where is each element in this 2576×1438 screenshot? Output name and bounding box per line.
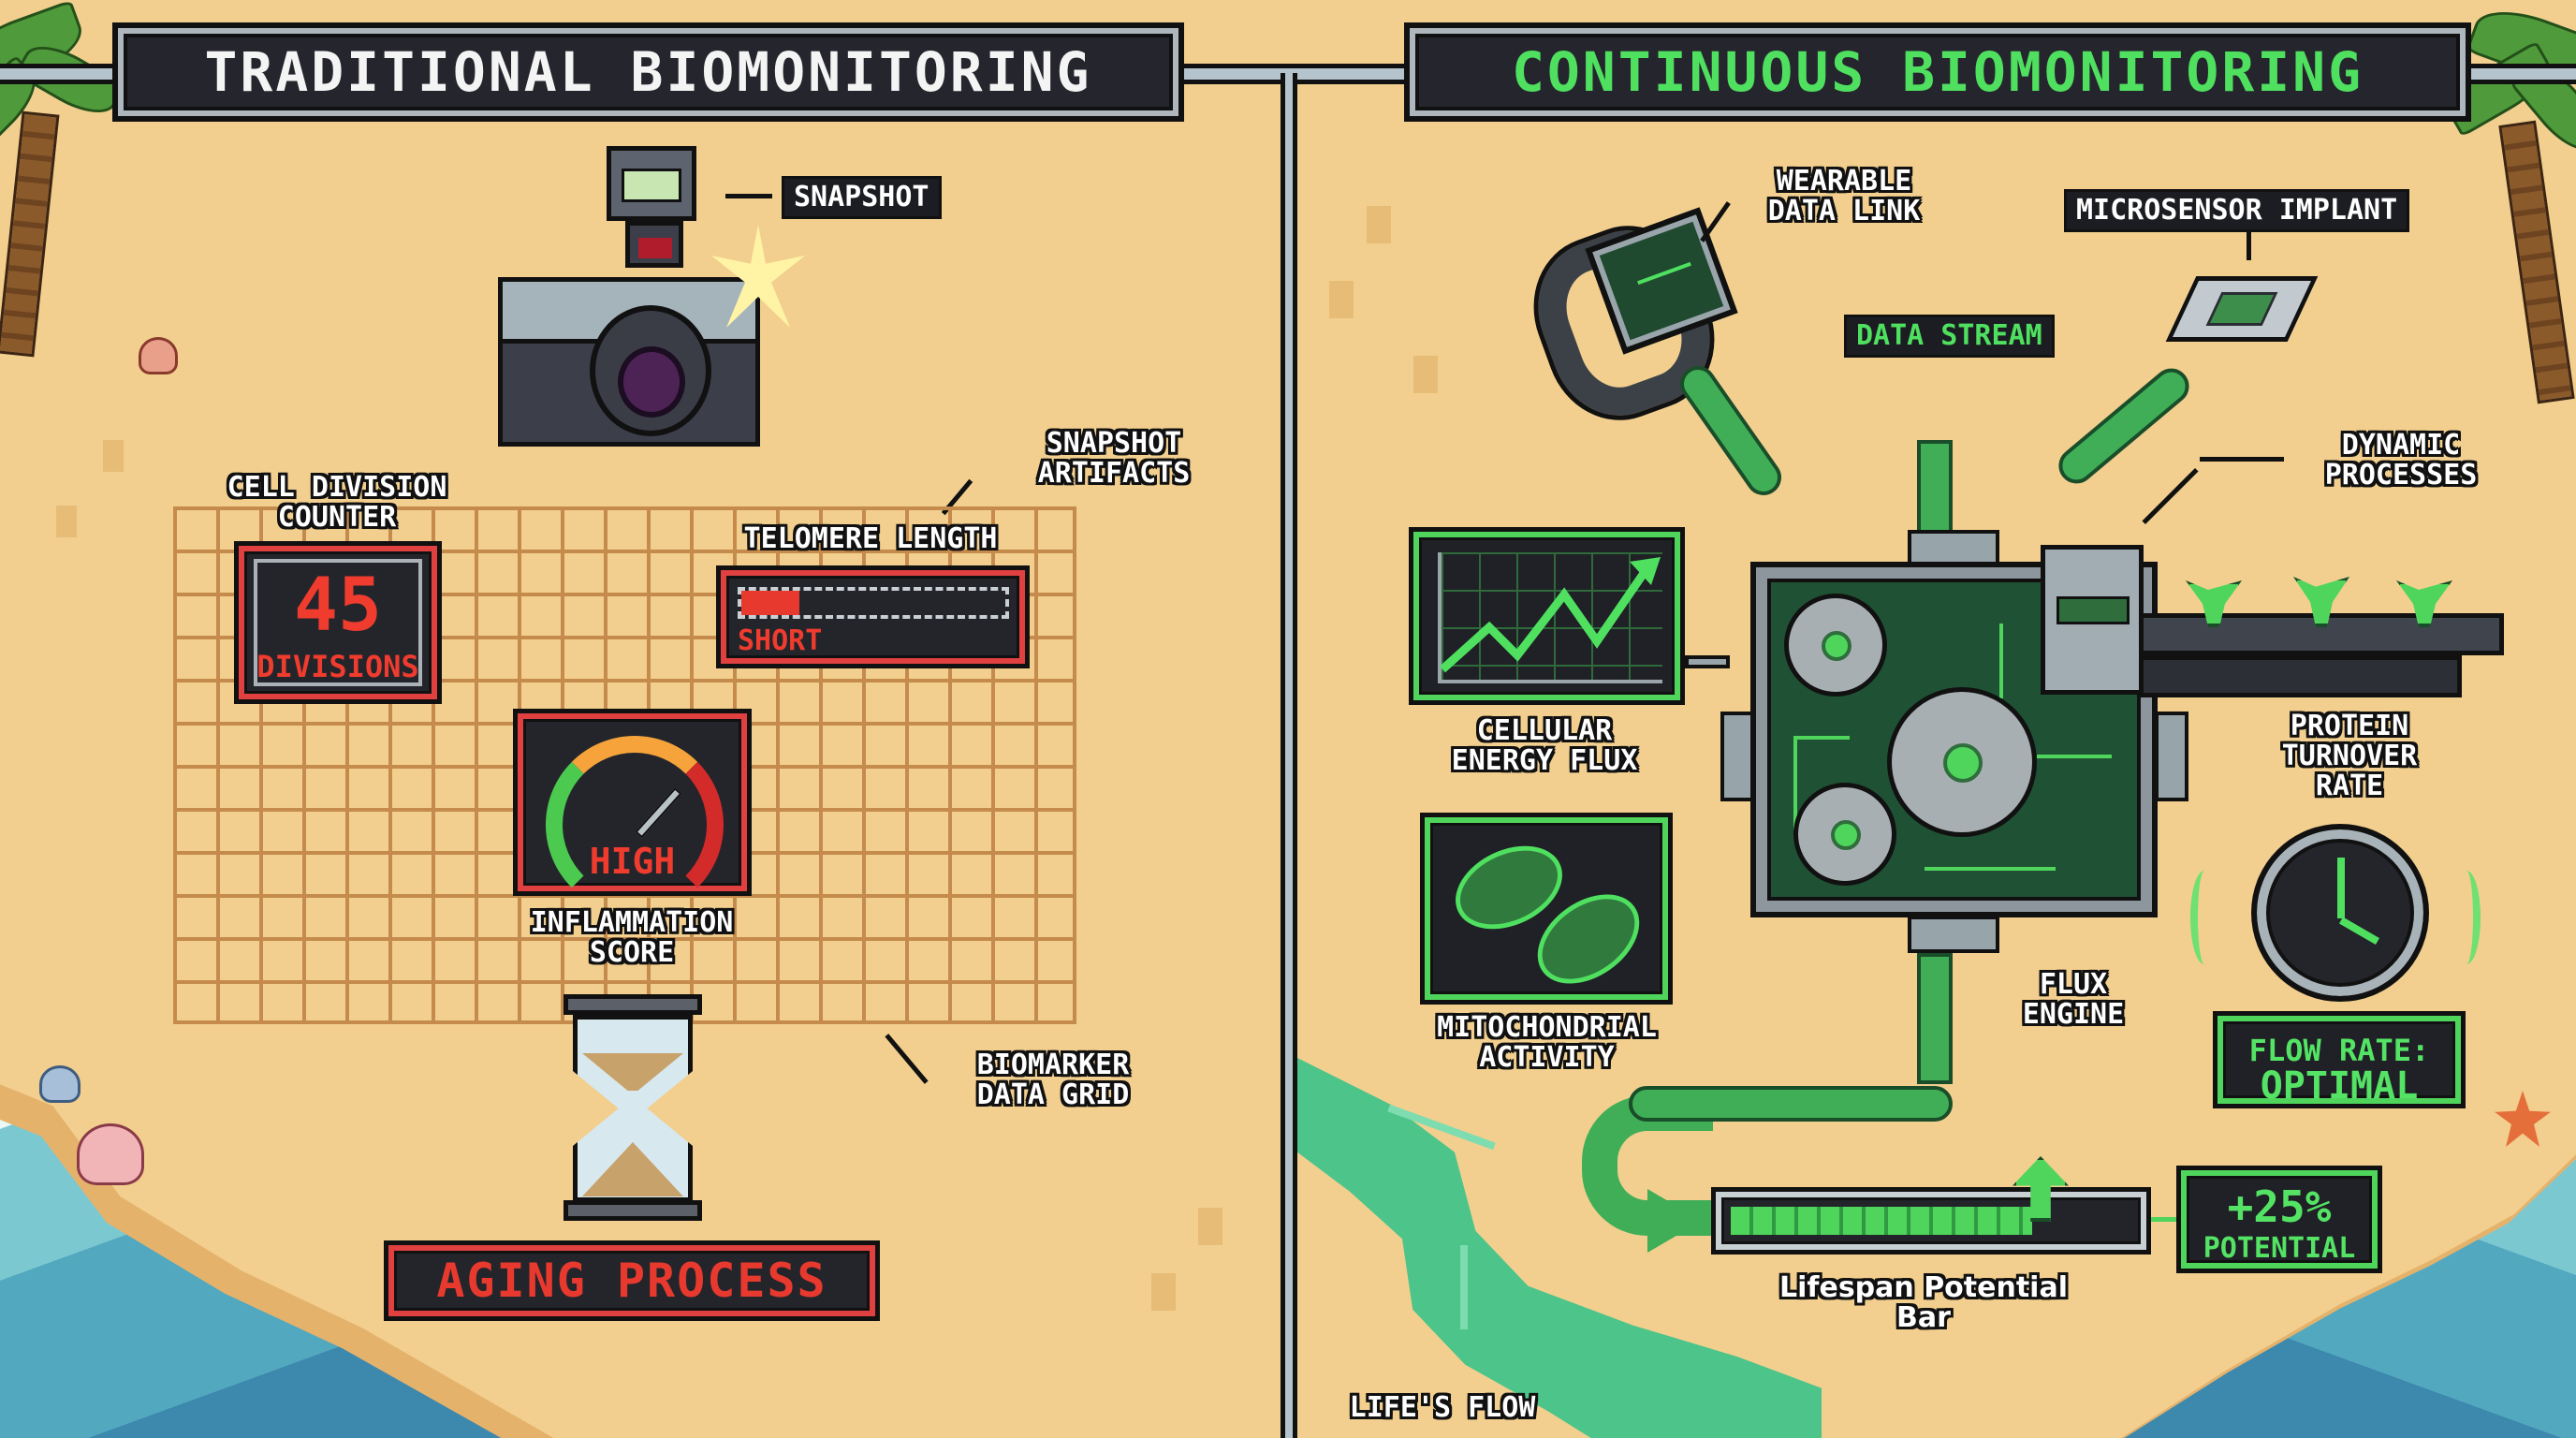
biomarker-data-grid-label: BIOMARKER DATA GRID (976, 1049, 1130, 1111)
aging-process-label: AGING PROCESS (436, 1254, 827, 1308)
leader-line (2247, 232, 2251, 260)
dynamic-processes-label: DYNAMIC PROCESSES (2324, 429, 2478, 492)
conveyor-rollers (2139, 655, 2462, 697)
telomere-bar-fill (741, 591, 800, 615)
gear-icon (1887, 687, 2037, 837)
panel-divider (1281, 73, 1297, 1438)
leader-line (2200, 457, 2284, 462)
gauge-arc (546, 736, 724, 914)
telomere-status: SHORT (738, 624, 823, 657)
footprint (1367, 206, 1391, 243)
lifes-flow-label: LIFE'S FLOW (1349, 1391, 1536, 1424)
connector-pipe (1685, 655, 1730, 668)
potential-badge: +25% POTENTIAL (2176, 1166, 2382, 1273)
data-stream-pipe-left (1673, 359, 1789, 503)
data-stream-label: DATA STREAM (1844, 315, 2055, 358)
continuous-biomonitoring-title: CONTINUOUS BIOMONITORING (1404, 22, 2471, 122)
cell-division-unit: DIVISIONS (256, 649, 419, 684)
leader-line (725, 194, 772, 198)
engine-bottom-port (1908, 916, 1999, 953)
footprint (1413, 356, 1438, 393)
protein-turnover-rate-label: PROTEIN TURNOVER RATE (2281, 710, 2418, 802)
pebble-icon (39, 1065, 80, 1103)
inflammation-status: HIGH (589, 841, 676, 882)
telomere-length-label: TELOMERE LENGTH (743, 522, 998, 555)
snapshot-artifacts-label: SNAPSHOT ARTIFACTS (1037, 427, 1191, 490)
cellular-energy-flux-label: CELLULAR ENERGY FLUX (1451, 714, 1638, 777)
divider-horizontal-right (2471, 64, 2576, 84)
flow-rate-value: OPTIMAL (2260, 1064, 2419, 1108)
seashell-icon (77, 1123, 144, 1185)
river-shine (1460, 1245, 1468, 1329)
inflammation-gauge: HIGH (513, 709, 752, 914)
footprint (56, 506, 77, 537)
potential-value: +25% (2227, 1181, 2332, 1232)
lifespan-bar-fill (1731, 1207, 2032, 1235)
footprint (1198, 1208, 1222, 1245)
mitochondrial-activity-panel (1420, 813, 1673, 1005)
connector-line (2151, 1217, 2179, 1222)
telomere-bar (738, 587, 1009, 619)
inflammation-score-label: INFLAMMATION SCORE (530, 906, 734, 969)
flow-rate-title: FLOW RATE: (2248, 1033, 2430, 1068)
signal-wave-right (2452, 871, 2481, 964)
mitochondrial-activity-label: MITOCHONDRIAL ACTIVITY (1437, 1011, 1657, 1074)
gear-icon (1784, 594, 1887, 697)
wearable-data-link-label: WEARABLE DATA LINK (1767, 165, 1921, 227)
signal-wave-left (2190, 871, 2218, 964)
lifespan-potential-bar (1711, 1187, 2151, 1255)
engine-left-port (1720, 712, 1754, 801)
seashell-icon (139, 337, 178, 374)
data-stream-pipe-right (2051, 360, 2197, 492)
engine-output-pipe (1917, 953, 1953, 1084)
microchip-icon (2165, 276, 2319, 342)
gear-icon (1793, 783, 1896, 886)
clock-minute-hand (2337, 858, 2345, 918)
microsensor-implant-label: MICROSENSOR IMPLANT (2064, 189, 2410, 232)
flash-window (622, 169, 681, 202)
snapshot-label: SNAPSHOT (782, 176, 942, 219)
engine-output-pipe-horizontal (1629, 1086, 1953, 1122)
engine-right-port (2155, 712, 2188, 801)
engine-top-port (1908, 530, 1999, 567)
trend-line-icon (1439, 557, 1661, 673)
clock-icon (2251, 824, 2429, 1002)
cellular-energy-flux-chart (1409, 527, 1685, 705)
footprint (1329, 281, 1354, 318)
flux-engine-label: FLUX ENGINE (2022, 968, 2125, 1031)
data-stream-pipe-main (1917, 440, 1953, 543)
footprint (103, 440, 124, 472)
traditional-biomonitoring-title: TRADITIONAL BIOMONITORING (112, 22, 1184, 122)
telomere-length-panel: SHORT (716, 565, 1030, 668)
leader-line (2142, 467, 2199, 525)
flux-engine (1750, 562, 2158, 917)
footprint (1151, 1273, 1176, 1311)
cell-division-value: 45 (294, 564, 382, 648)
processor-unit (2041, 545, 2144, 695)
cell-division-counter: 45 DIVISIONS (234, 541, 442, 704)
starfish-icon (2495, 1091, 2551, 1147)
aging-process-banner: AGING PROCESS (384, 1240, 880, 1321)
lifespan-potential-bar-label: Lifespan Potential Bar (1779, 1271, 2068, 1334)
flow-rate-badge: FLOW RATE: OPTIMAL (2213, 1011, 2466, 1108)
potential-label: POTENTIAL (2203, 1232, 2356, 1265)
cell-division-counter-label: CELL DIVISION COUNTER (227, 471, 447, 534)
divider-horizontal-left (0, 64, 112, 84)
clock-hour-hand (2339, 917, 2379, 945)
leader-line (885, 1034, 929, 1084)
